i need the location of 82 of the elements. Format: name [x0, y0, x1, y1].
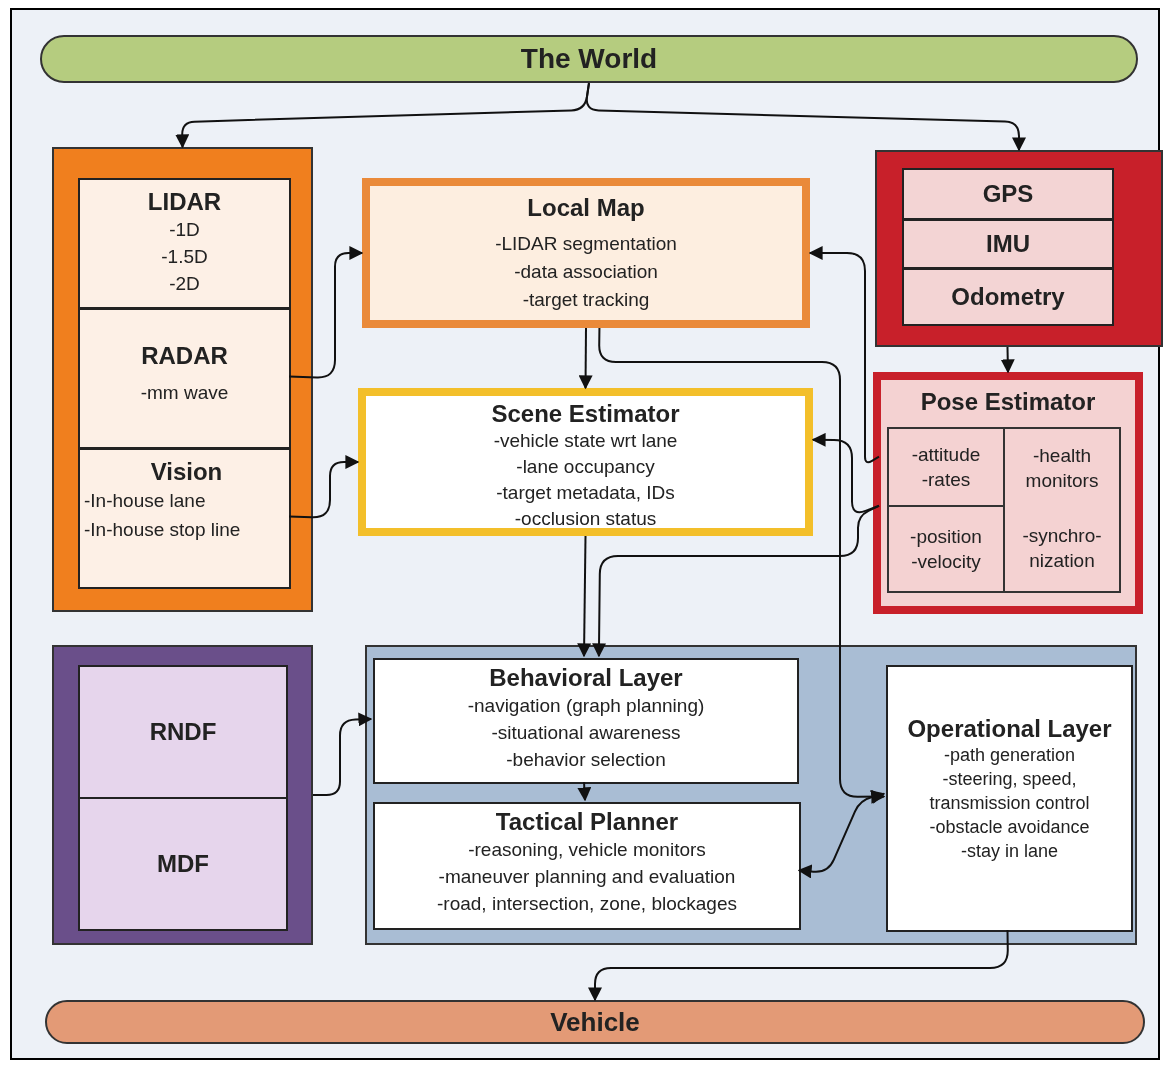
node-title: RNDF	[149, 718, 217, 746]
node-title: RADAR	[141, 342, 228, 370]
node-text: -stay in lane	[959, 840, 1060, 863]
node-title: Vision	[150, 458, 223, 486]
arrow	[592, 504, 880, 658]
node-text: -target tracking	[522, 288, 650, 312]
arrow	[808, 246, 880, 464]
node-title: The World	[520, 42, 658, 76]
arrow	[312, 712, 373, 796]
arrow	[588, 929, 1009, 1002]
node-text: -data association	[514, 260, 658, 284]
group-panel	[365, 645, 1137, 945]
arrow	[578, 327, 593, 390]
node-text: -reasoning, vehicle monitors	[468, 838, 706, 862]
node-text: -target metadata, IDs	[496, 481, 675, 505]
node-title: LIDAR	[147, 188, 222, 216]
node-text: -In-house lane	[84, 489, 206, 513]
input-box	[78, 797, 288, 931]
module-box	[362, 178, 810, 328]
layer-box	[373, 658, 799, 784]
node-title: Tactical Planner	[495, 808, 679, 836]
rounded-bar	[45, 1000, 1145, 1044]
node-title: Odometry	[951, 283, 1065, 311]
node-text: -rates	[921, 468, 971, 492]
module-box	[358, 388, 813, 536]
module-box	[873, 372, 1143, 614]
node-title: IMU	[986, 230, 1030, 258]
arrow	[577, 535, 592, 658]
arrow	[577, 781, 592, 802]
layer-box	[373, 802, 801, 930]
node-text: -1D	[169, 218, 200, 242]
sensor-box	[902, 168, 1114, 220]
node-title: -synchro- nization	[1021, 524, 1103, 573]
arrow	[288, 455, 360, 519]
node-text: -occlusion status	[514, 507, 657, 531]
sensor-box	[78, 178, 291, 309]
node-title: MDF	[157, 850, 209, 878]
arrow	[1000, 346, 1015, 374]
node-text: -mm wave	[140, 381, 229, 405]
group-panel	[875, 150, 1163, 347]
rounded-bar	[40, 35, 1138, 83]
node-text: -navigation (graph planning)	[467, 694, 705, 718]
node-title: Scene Estimator	[491, 400, 680, 428]
node-title: Local Map	[527, 194, 645, 222]
node-title: -health monitors	[1024, 444, 1100, 493]
sensor-box	[902, 268, 1114, 326]
arrow	[288, 246, 364, 379]
node-text: -In-house stop line	[84, 518, 241, 542]
node-text: -vehicle state wrt lane	[493, 429, 678, 453]
node-text: -LIDAR segmentation	[495, 232, 677, 256]
sensor-box	[78, 308, 291, 449]
node-title: -position	[910, 525, 982, 549]
arrow	[598, 327, 886, 804]
cell	[1003, 505, 1121, 593]
node-title: Operational Layer	[906, 715, 1113, 743]
sensor-box	[78, 448, 291, 589]
node-title: -attitude	[911, 443, 981, 467]
group-panel	[52, 645, 313, 945]
node-title: Behavioral Layer	[489, 664, 683, 692]
node-text: -lane occupancy	[516, 455, 655, 479]
node-text: -obstacle avoidance	[928, 816, 1091, 839]
node-text: -maneuver planning and evaluation	[438, 865, 736, 889]
sensor-box	[902, 219, 1114, 269]
arrow	[797, 790, 886, 879]
node-text: -velocity	[911, 550, 981, 574]
node-text: -1.5D	[161, 245, 208, 269]
node-text: -2D	[169, 272, 200, 296]
node-text: -situational awareness	[491, 721, 681, 745]
node-text: -steering, speed, transmission control	[928, 768, 1091, 815]
node-text: -behavior selection	[506, 748, 666, 772]
cell	[887, 505, 1005, 593]
group-panel	[52, 147, 313, 612]
node-title: GPS	[982, 180, 1034, 208]
cell	[887, 427, 1005, 507]
node-text: -path generation	[942, 744, 1077, 767]
layer-box	[886, 665, 1133, 932]
arrow	[585, 82, 1026, 152]
node-text: -road, intersection, zone, blockages	[437, 892, 737, 916]
input-box	[78, 665, 288, 799]
cell	[1003, 427, 1121, 507]
node-title: Pose Estimator	[920, 388, 1096, 416]
node-title: Vehicle	[550, 1005, 640, 1039]
